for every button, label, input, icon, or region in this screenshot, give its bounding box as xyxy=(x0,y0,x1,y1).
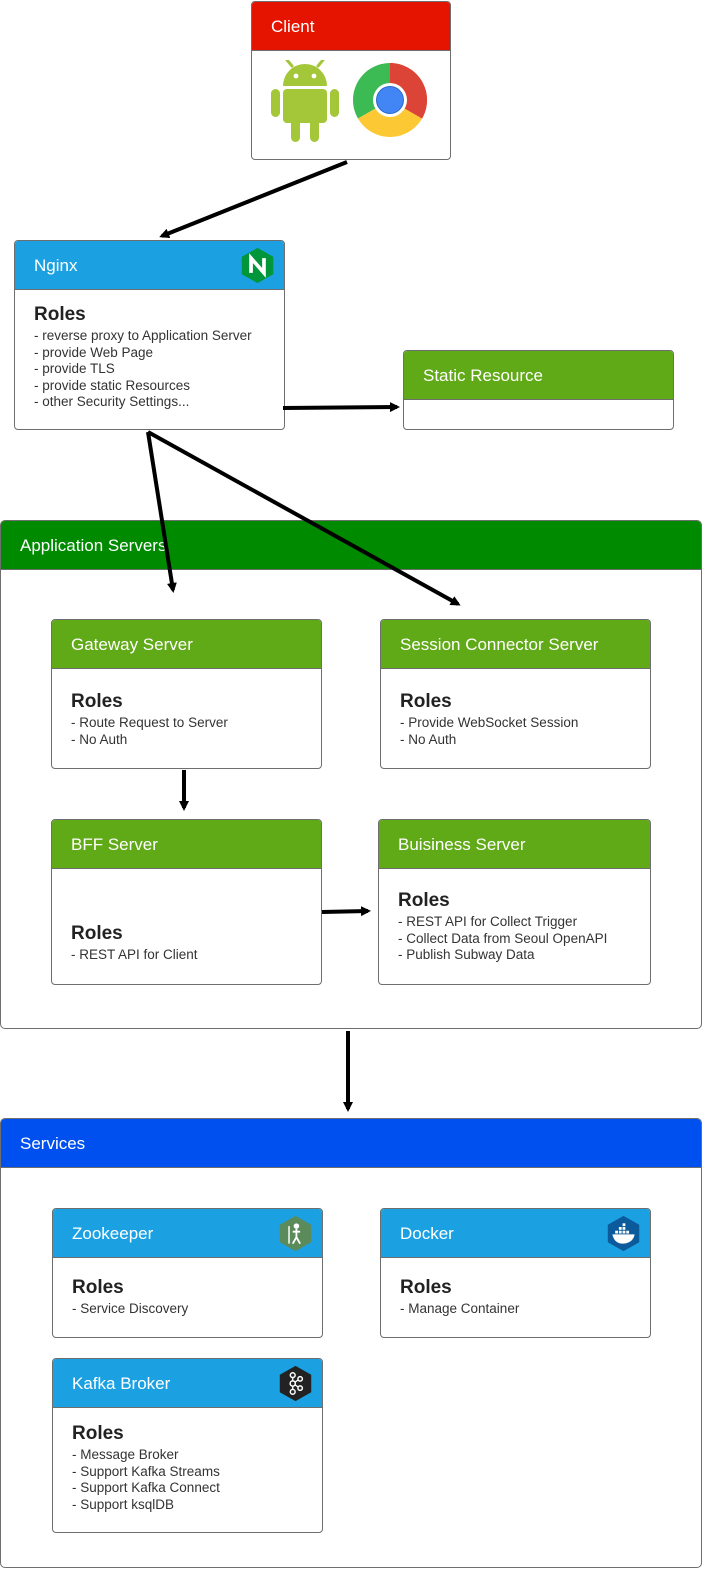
docker-roles-list: - Manage Container xyxy=(400,1301,631,1318)
zookeeper-icon xyxy=(279,1215,312,1252)
gateway-role: - Route Request to Server xyxy=(71,715,228,730)
kafka-broker-title: Kafka Broker xyxy=(72,1374,171,1393)
nginx-title: Nginx xyxy=(34,256,78,275)
nginx-role: - reverse proxy to Application Server xyxy=(34,328,252,343)
kafka-icon xyxy=(279,1365,312,1402)
client-node: Client xyxy=(251,1,451,160)
zookeeper-roles-title: Roles xyxy=(72,1277,124,1298)
business-role: - REST API for Collect Trigger xyxy=(398,914,578,929)
gateway-roles-title: Roles xyxy=(71,691,123,712)
session-connector-server-header: Session Connector Server xyxy=(381,620,650,669)
session-connector-server-node: Session Connector Server Roles - Provide… xyxy=(380,619,651,769)
bff-roles-list: - REST API for Client xyxy=(71,947,302,964)
zookeeper-roles-list: - Service Discovery xyxy=(72,1301,303,1318)
zookeeper-role: - Service Discovery xyxy=(72,1301,189,1316)
nginx-node: Nginx Roles - reverse proxy to Applicati… xyxy=(14,240,285,430)
business-server-header: Buisiness Server xyxy=(379,820,650,869)
gateway-roles-list: - Route Request to Server - No Auth xyxy=(71,715,302,748)
bff-role: - REST API for Client xyxy=(71,947,198,962)
nginx-roles-list: - reverse proxy to Application Server - … xyxy=(34,328,265,411)
bff-server-title: BFF Server xyxy=(71,835,158,854)
kafka-role: - Support ksqlDB xyxy=(72,1496,175,1512)
session-connector-server-title: Session Connector Server xyxy=(400,635,599,654)
gateway-server-header: Gateway Server xyxy=(52,620,321,669)
application-servers-title: Application Servers xyxy=(20,536,167,555)
arrow-nginx-to-session-connector xyxy=(147,430,461,606)
docker-header: Docker xyxy=(381,1209,650,1258)
gateway-server-node: Gateway Server Roles - Route Request to … xyxy=(51,619,322,769)
nginx-role: - provide TLS xyxy=(34,361,115,376)
kafka-roles-list: - Message Broker - Support Kafka Streams… xyxy=(72,1447,303,1513)
business-server-title: Buisiness Server xyxy=(398,835,526,854)
arrow-nginx-to-static-resource xyxy=(282,402,400,413)
nginx-role: - other Security Settings... xyxy=(34,394,190,409)
docker-node: Docker Roles - Manage Container xyxy=(380,1208,651,1338)
kafka-broker-node: Kafka Broker Roles - Message Broker - Su… xyxy=(52,1358,323,1533)
arrow-nginx-to-gateway xyxy=(146,431,177,593)
gateway-role: - No Auth xyxy=(71,731,128,747)
client-title: Client xyxy=(271,17,315,36)
kafka-roles-title: Roles xyxy=(72,1423,124,1444)
bff-server-header: BFF Server xyxy=(52,820,321,869)
business-server-node: Buisiness Server Roles - REST API for Co… xyxy=(378,819,651,985)
session-connector-role: - No Auth xyxy=(400,731,457,747)
arrow-bff-to-business xyxy=(321,906,371,917)
docker-title: Docker xyxy=(400,1224,454,1243)
kafka-role: - Message Broker xyxy=(72,1447,179,1462)
business-roles-list: - REST API for Collect Trigger - Collect… xyxy=(398,914,631,964)
docker-role: - Manage Container xyxy=(400,1301,520,1316)
nginx-roles-title: Roles xyxy=(34,304,86,325)
kafka-broker-header: Kafka Broker xyxy=(53,1359,322,1408)
nginx-role: - provide Web Page xyxy=(34,344,154,360)
zookeeper-node: Zookeeper Roles - Service Discovery xyxy=(52,1208,323,1338)
static-resource-header: Static Resource xyxy=(404,351,673,400)
android-icon xyxy=(271,60,339,142)
client-header: Client xyxy=(252,2,450,51)
chrome-icon xyxy=(353,63,427,137)
bff-roles-title: Roles xyxy=(71,923,123,944)
static-resource-title: Static Resource xyxy=(423,366,543,385)
kafka-role: - Support Kafka Streams xyxy=(72,1463,220,1479)
zookeeper-header: Zookeeper xyxy=(53,1209,322,1258)
business-role: - Collect Data from Seoul OpenAPI xyxy=(398,930,608,946)
session-connector-roles-list: - Provide WebSocket Session - No Auth xyxy=(400,715,631,748)
nginx-role: - provide static Resources xyxy=(34,377,191,393)
session-connector-role: - Provide WebSocket Session xyxy=(400,715,579,730)
docker-roles-title: Roles xyxy=(400,1277,452,1298)
business-role: - Publish Subway Data xyxy=(398,947,535,962)
arrow-client-to-nginx xyxy=(159,160,348,239)
nginx-header: Nginx xyxy=(15,241,284,290)
gateway-server-title: Gateway Server xyxy=(71,635,193,654)
services-header: Services xyxy=(1,1119,701,1168)
kafka-role: - Support Kafka Connect xyxy=(72,1480,220,1495)
business-roles-title: Roles xyxy=(398,890,450,911)
session-connector-roles-title: Roles xyxy=(400,691,452,712)
zookeeper-title: Zookeeper xyxy=(72,1224,154,1243)
docker-icon xyxy=(607,1215,640,1252)
static-resource-node: Static Resource xyxy=(403,350,674,430)
nginx-icon xyxy=(241,247,274,284)
services-title: Services xyxy=(20,1134,86,1153)
bff-server-node: BFF Server Roles - REST API for Client xyxy=(51,819,322,985)
